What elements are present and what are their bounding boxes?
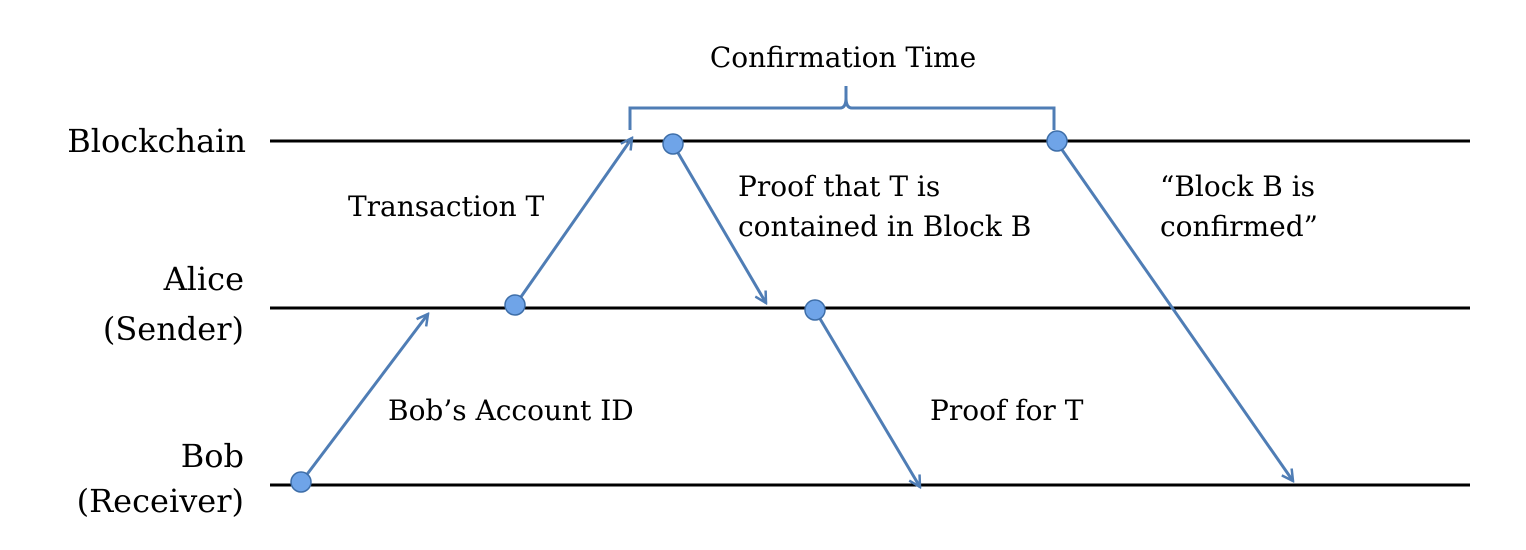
confirmation-time-label: Confirmation Time: [710, 41, 976, 74]
label-proof-contained-line2: contained in Block B: [738, 210, 1031, 243]
arrow-proof-for-t: [814, 311, 920, 487]
label-block-confirmed-line1: “Block B is: [1160, 170, 1315, 203]
label-block-confirmed-line2: confirmed”: [1160, 210, 1318, 243]
arrow-block-confirmed: [1056, 143, 1293, 481]
lane-label-bob-role: (Receiver): [77, 482, 244, 520]
event-dot-alice-forward-proof: [804, 299, 826, 321]
lane-label-bob: Bob: [181, 437, 244, 475]
lane-label-alice-role: (Sender): [103, 310, 244, 348]
lane-label-alice: Alice: [163, 260, 244, 298]
label-proof-for-t: Proof for T: [930, 394, 1084, 427]
label-bob-account-id: Bob’s Account ID: [388, 394, 634, 427]
event-dot-block-confirmed: [1046, 130, 1068, 152]
event-dot-bob-send: [290, 471, 312, 493]
arrow-transaction-t: [514, 138, 632, 305]
arrow-bob-account-id: [300, 314, 428, 482]
arrow-proof-contained: [672, 145, 766, 303]
lane-label-blockchain: Blockchain: [67, 122, 246, 160]
label-proof-contained-line1: Proof that T is: [738, 170, 940, 203]
event-dot-alice-send-tx: [504, 294, 526, 316]
label-transaction-t: Transaction T: [348, 190, 545, 223]
confirmation-time-bracket: [628, 86, 1056, 130]
event-dot-block-included: [662, 133, 684, 155]
